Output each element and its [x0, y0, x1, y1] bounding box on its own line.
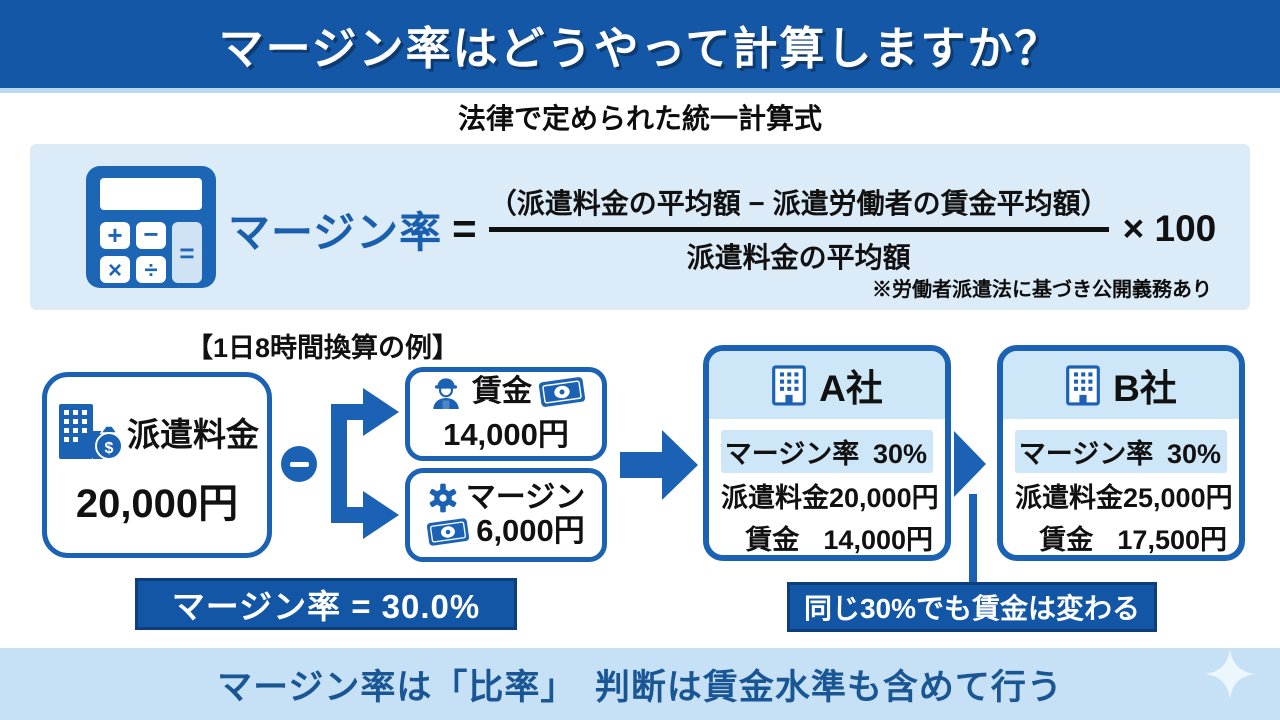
svg-text:÷: ÷ [144, 257, 157, 284]
row-label: 派遣料金 [721, 483, 829, 513]
formula-panel: + − × ÷ = マージン率 = （派遣料金の平均額 − 派遣労働者の賃金平均… [30, 144, 1250, 310]
company-a-wage-row: 賃金 14,000円 [721, 518, 933, 555]
svg-text:+: + [107, 220, 122, 250]
wage-value: 14,000円 [443, 416, 569, 452]
formula-section-title: 法律で定められた統一計算式 [457, 103, 822, 134]
header-underline [0, 88, 1280, 93]
banknote-icon [538, 376, 586, 407]
company-b-margin-row: マージン率 30% [1015, 430, 1227, 473]
wage-label: 賃金 [472, 375, 532, 408]
company-a-header: A社 [709, 351, 945, 419]
example-section-title: 【1日8時間換算の例】 [186, 333, 460, 363]
dispatch-fee-label: 派遣料金 [127, 416, 259, 453]
formula-multiplier: × 100 [1122, 208, 1217, 249]
footer-message: マージン率は「比率」 判断は賃金水準も含めて行う [217, 667, 1063, 707]
company-b-header: B社 [1003, 351, 1239, 419]
arrow-right-icon [954, 431, 986, 497]
wage-box: 賃金 14,000円 [405, 367, 607, 461]
margin-value: 6,000円 [476, 513, 585, 549]
minus-icon [281, 446, 317, 482]
formula-equals: = [452, 205, 477, 252]
building-moneybag-icon: $ [59, 404, 121, 460]
company-a-name: A社 [819, 368, 883, 409]
row-label: マージン率 [724, 439, 860, 469]
fraction-denominator: 派遣料金の平均額 [686, 242, 911, 273]
row-value: 14,000円 [823, 525, 933, 555]
margin-value-line: 6,000円 [427, 514, 585, 548]
company-a-margin-row: マージン率 30% [721, 430, 933, 473]
building-icon [1066, 365, 1100, 406]
footer-bar: マージン率は「比率」 判断は賃金水準も含めて行う [0, 648, 1280, 720]
worker-icon [433, 377, 459, 409]
gear-icon [429, 483, 457, 513]
formula-legal-note: ※労働者派遣法に基づき公開義務あり [872, 279, 1212, 301]
row-label: 賃金 [745, 525, 800, 555]
row-label: 派遣料金 [1015, 483, 1123, 513]
row-label: 賃金 [1039, 525, 1094, 555]
row-label: マージン率 [1018, 439, 1154, 469]
banknote-icon [427, 517, 470, 546]
row-value: 30% [1166, 439, 1221, 469]
company-a-fee-row: 派遣料金 20,000円 [721, 476, 939, 515]
company-b-fee-row: 派遣料金 25,000円 [1015, 476, 1233, 515]
margin-box: マージン 6,000円 [405, 468, 607, 562]
sparkle-icon [1205, 649, 1255, 699]
svg-text:−: − [143, 219, 158, 249]
svg-text:×: × [108, 257, 122, 284]
margin-rate-result-callout: マージン率 = 30.0% [135, 578, 517, 630]
company-b-wage-row: 賃金 17,500円 [1015, 518, 1227, 555]
split-arrows-icon [331, 388, 399, 539]
row-value: 17,500円 [1117, 525, 1227, 555]
company-b-card: B社 マージン率 30% 派遣料金 25,000円 賃金 17,500円 [997, 345, 1245, 561]
arrow-right-icon [620, 430, 698, 500]
fraction-bar [488, 227, 1109, 232]
formula-lhs: マージン率 [228, 208, 443, 256]
page-title: マージン率はどうやって計算しますか？ [218, 22, 1062, 74]
row-value: 30% [872, 439, 927, 469]
wage-header: 賃金 [427, 375, 586, 409]
callout-connector-line [969, 494, 977, 584]
formula-fraction: （派遣料金の平均額 − 派遣労働者の賃金平均額） 派遣料金の平均額 [488, 182, 1109, 276]
margin-label: マージン [465, 481, 586, 515]
building-icon [772, 365, 806, 406]
row-value: 20,000円 [829, 483, 939, 513]
calculator-icon: + − × ÷ = [86, 166, 216, 288]
svg-text:$: $ [105, 440, 114, 457]
company-a-card: A社 マージン率 30% 派遣料金 20,000円 賃金 14,000円 [703, 345, 951, 561]
same-rate-note-callout: 同じ30%でも賃金は変わる [787, 582, 1157, 632]
row-value: 25,000円 [1123, 483, 1233, 513]
company-b-name: B社 [1113, 368, 1177, 409]
margin-header: マージン [427, 481, 585, 514]
formula-expression: マージン率 = （派遣料金の平均額 − 派遣労働者の賃金平均額） 派遣料金の平均… [228, 182, 1216, 276]
dispatch-fee-box: $ 派遣料金 20,000円 [42, 372, 272, 558]
fraction-numerator: （派遣料金の平均額 − 派遣労働者の賃金平均額） [488, 188, 1109, 219]
dispatch-fee-header: $ 派遣料金 [55, 401, 259, 463]
company-b-body: マージン率 30% 派遣料金 25,000円 賃金 17,500円 [1003, 419, 1239, 555]
company-a-body: マージン率 30% 派遣料金 20,000円 賃金 14,000円 [709, 419, 945, 555]
dispatch-fee-value: 20,000円 [75, 482, 239, 526]
header-bar: マージン率はどうやって計算しますか？ [0, 0, 1280, 88]
svg-text:=: = [179, 238, 194, 268]
